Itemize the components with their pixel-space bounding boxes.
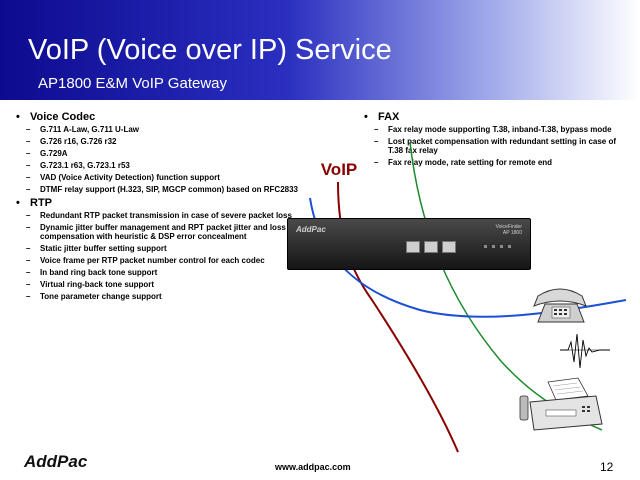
port-icon <box>406 241 420 253</box>
list-item: Virtual ring-back tone support <box>16 280 306 289</box>
list-item: Fax relay mode supporting T.38, inband-T… <box>364 125 626 134</box>
right-column: FAX Fax relay mode supporting T.38, inba… <box>364 112 626 170</box>
device-brand: VoiceFinder AP 1800 <box>495 224 522 236</box>
led-icon <box>500 245 503 248</box>
footer-url[interactable]: www.addpac.com <box>275 462 351 472</box>
voip-label: VoIP <box>320 160 358 179</box>
telephone-icon <box>533 288 587 323</box>
list-item: VAD (Voice Activity Detection) function … <box>16 173 306 182</box>
list-item: G.723.1 r63, G.723.1 r53 <box>16 161 306 170</box>
list-item: DTMF relay support (H.323, SIP, MGCP com… <box>16 185 306 194</box>
list-item: Dynamic jitter buffer management and RPT… <box>16 223 306 241</box>
slide-subtitle: AP1800 E&M VoIP Gateway <box>38 75 228 92</box>
list-item: Tone parameter change support <box>16 292 306 301</box>
port-icon <box>424 241 438 253</box>
list-item: G.729A <box>16 149 306 158</box>
device-logo: AddPac <box>296 225 326 234</box>
led-icon <box>508 245 511 248</box>
slide-header <box>0 0 640 100</box>
list-item: Redundant RTP packet transmission in cas… <box>16 211 306 220</box>
fax-machine-icon <box>519 377 603 431</box>
slide-title: VoIP (Voice over IP) Service <box>28 34 392 66</box>
list-item: G.726 r16, G.726 r32 <box>16 137 306 146</box>
gateway-device: AddPac VoiceFinder AP 1800 <box>287 218 531 270</box>
led-icon <box>484 245 487 248</box>
section-heading: RTP <box>16 198 306 209</box>
footer-logo: AddPac <box>24 452 88 471</box>
list-item: G.711 A-Law, G.711 U-Law <box>16 125 306 134</box>
list-item: Static jitter buffer setting support <box>16 244 306 253</box>
section-heading: FAX <box>364 112 626 123</box>
section-voice-codec: Voice Codec G.711 A-Law, G.711 U-Law G.7… <box>16 112 306 195</box>
waveform-icon <box>560 333 610 369</box>
led-icon <box>492 245 495 248</box>
list-item: Lost packet compensation with redundant … <box>364 137 626 155</box>
list-item: In band ring back tone support <box>16 268 306 277</box>
list-item: Fax relay mode, rate setting for remote … <box>364 158 626 167</box>
left-column: Voice Codec G.711 A-Law, G.711 U-Law G.7… <box>16 112 306 304</box>
section-rtp: RTP Redundant RTP packet transmission in… <box>16 198 306 302</box>
section-heading: Voice Codec <box>16 112 306 123</box>
port-icon <box>442 241 456 253</box>
list-item: Voice frame per RTP packet number contro… <box>16 256 306 265</box>
page-number: 12 <box>600 460 614 474</box>
